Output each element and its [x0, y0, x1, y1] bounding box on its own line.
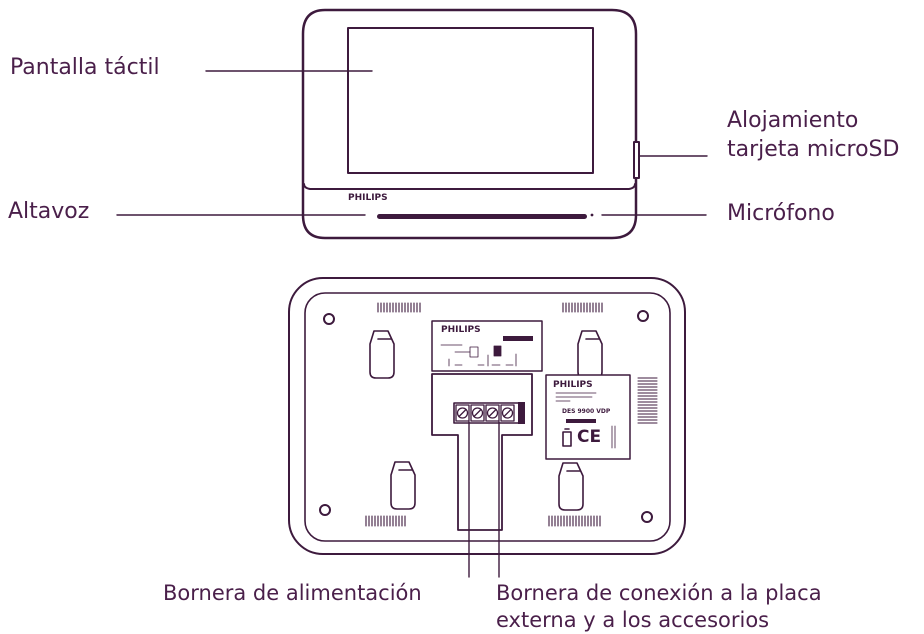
label-connection-line2: externa y a los accesorios: [496, 608, 770, 632]
label-speaker: Altavoz: [8, 199, 90, 224]
microsd-slot: [633, 141, 640, 179]
mount-slot-bottom-left: [390, 461, 416, 510]
back-outer-shell: [288, 277, 686, 555]
vent-top-left: [377, 302, 421, 313]
back-brand-top: PHILIPS: [441, 325, 481, 335]
front-monitor: [116, 8, 708, 240]
vent-bottom-right: [548, 515, 601, 527]
label-connection-line1: Bornera de conexión a la placa: [496, 581, 822, 605]
vent-side-right: [637, 377, 658, 424]
vent-top-right: [562, 302, 603, 313]
microphone-hole: [590, 213, 594, 217]
mount-slot-bottom-right: [558, 462, 584, 511]
screw-bottom-left: [319, 504, 331, 516]
top-label-plate: [431, 320, 543, 372]
front-base-line: [303, 183, 636, 190]
mount-slot-top-left: [369, 330, 395, 379]
model-number: DES 9900 VDP: [562, 408, 611, 415]
product-label-plate: [545, 374, 631, 460]
label-microsd-line1: Alojamiento: [727, 108, 859, 133]
label-touchscreen: Pantalla táctil: [10, 55, 160, 80]
label-microsd-line2: tarjeta microSD: [727, 137, 900, 162]
back-brand-label: PHILIPS: [553, 380, 593, 390]
back-inner-panel: [304, 292, 671, 542]
waste-bin-icon: [562, 428, 572, 447]
front-brand: PHILIPS: [348, 193, 388, 203]
screw-top-right: [637, 310, 649, 322]
screw-bottom-right: [641, 511, 653, 523]
terminal-screws: [455, 404, 515, 422]
terminal-housing: [431, 373, 533, 531]
front-bezel: [301, 8, 638, 240]
back-monitor: [288, 277, 686, 578]
label-microphone: Micrófono: [727, 201, 835, 226]
screw-top-left: [323, 313, 335, 325]
ce-mark: CE: [577, 427, 602, 447]
touchscreen: [347, 27, 594, 174]
mount-slot-top-right: [577, 330, 603, 379]
speaker-grille: [377, 214, 587, 219]
label-power-terminal: Bornera de alimentación: [163, 581, 422, 605]
vent-bottom-left: [365, 515, 406, 527]
